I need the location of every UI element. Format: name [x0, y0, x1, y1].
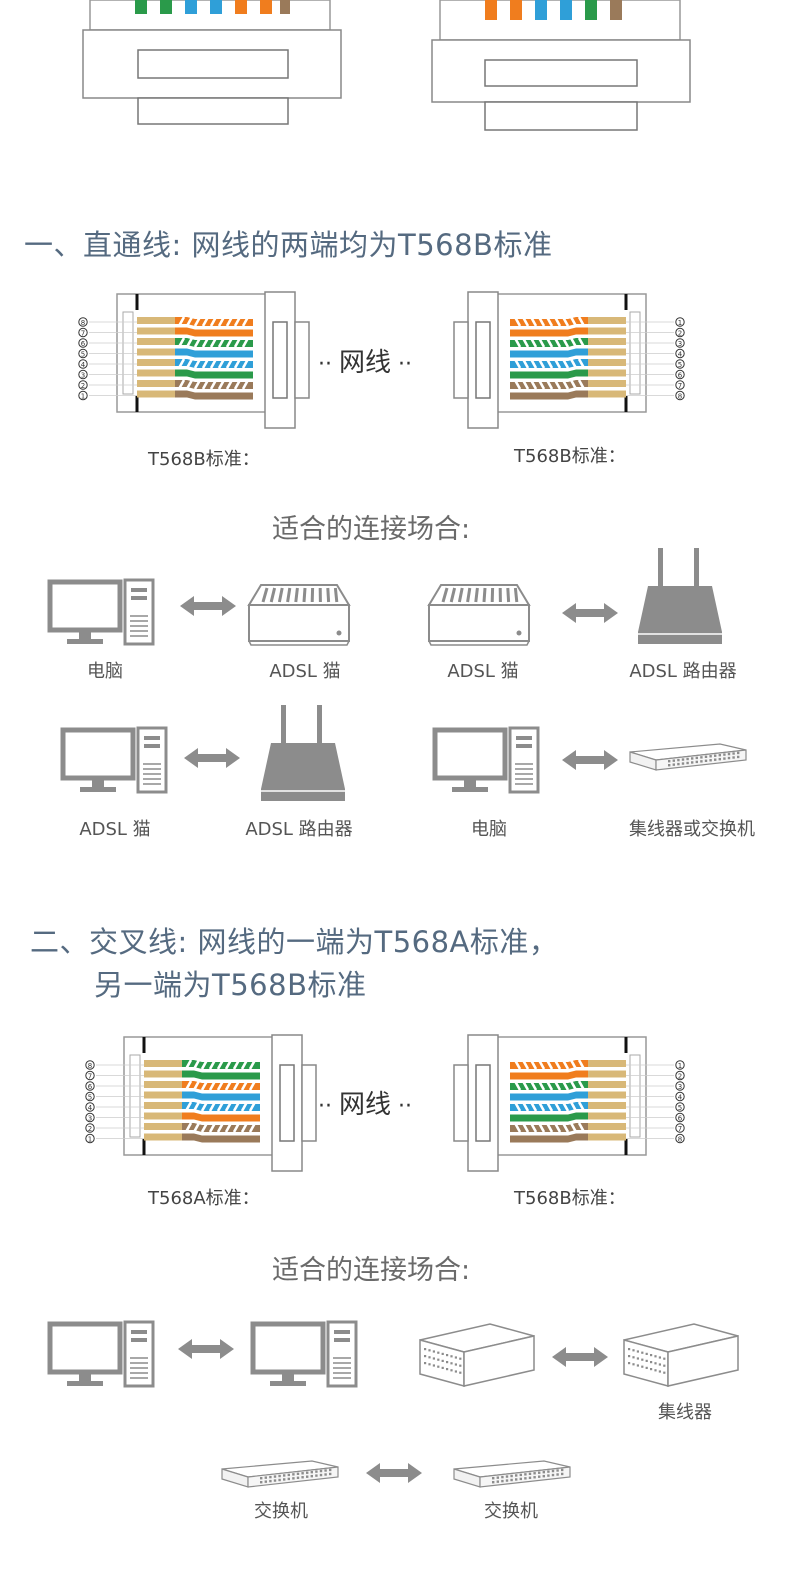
double-arrow-icon — [180, 596, 236, 616]
double-arrow-icon — [562, 603, 618, 623]
adsl-router-icon — [261, 705, 345, 801]
section2-title-line2: 另一端为T568B标准 — [94, 968, 367, 1002]
svg-text:3: 3 — [678, 340, 682, 348]
svg-text:4: 4 — [678, 351, 683, 359]
section2-title-line1: 二、交叉线: 网线的一端为T568A标准， — [30, 925, 559, 959]
svg-text:5: 5 — [678, 1104, 682, 1112]
svg-text:6: 6 — [88, 1083, 93, 1091]
svg-text:3: 3 — [81, 372, 85, 380]
left-standard-label-1: T568B标准： — [148, 449, 260, 470]
double-arrow-icon — [552, 1347, 608, 1367]
svg-text:2: 2 — [81, 382, 85, 390]
svg-text:6: 6 — [81, 340, 86, 348]
svg-text:4: 4 — [81, 361, 86, 369]
adsl-modem-icon — [60, 726, 168, 794]
hub-icon — [419, 1323, 535, 1387]
device-label-switch1: 交换机 — [254, 1501, 308, 1522]
svg-text:5: 5 — [88, 1094, 92, 1102]
device-label-pc1: 电脑 — [87, 661, 123, 682]
device-label-router2: ADSL 路由器 — [245, 819, 353, 840]
svg-text:3: 3 — [88, 1115, 92, 1123]
svg-text:2: 2 — [678, 330, 682, 338]
svg-text:8: 8 — [88, 1062, 92, 1070]
rj45-plug-left-t568a: 8 7 6 5 4 3 2 1 — [85, 1034, 317, 1172]
rj45-plug-right-t568b: 1 2 3 4 5 6 7 8 — [453, 291, 685, 429]
right-standard-label-1: T568B标准： — [514, 446, 626, 467]
svg-text:1: 1 — [678, 1062, 682, 1070]
svg-text:2: 2 — [88, 1125, 92, 1133]
svg-text:4: 4 — [88, 1104, 93, 1112]
rj45-plug-left-t568b: 8 7 6 5 4 3 2 1 — [78, 291, 310, 429]
svg-text:7: 7 — [678, 382, 682, 390]
device-label-modem2: ADSL 猫 — [447, 661, 519, 682]
device-label-hub: 集线器 — [658, 1402, 712, 1423]
suitable-heading-1: 适合的连接场合: — [272, 514, 471, 545]
svg-text:7: 7 — [81, 330, 85, 338]
computer-icon — [432, 726, 540, 794]
switch-icon — [453, 1460, 571, 1488]
double-arrow-icon — [184, 748, 240, 768]
adsl-router-icon — [638, 548, 722, 644]
suitable-heading-2: 适合的连接场合: — [272, 1255, 471, 1286]
cable-label-1: ·· 网线 ·· — [318, 348, 412, 378]
hub-icon — [623, 1323, 739, 1387]
device-label-modem3: ADSL 猫 — [79, 819, 151, 840]
adsl-modem-icon — [247, 584, 351, 646]
cable-label-2: ·· 网线 ·· — [318, 1090, 412, 1120]
switch-icon — [221, 1460, 339, 1488]
svg-text:8: 8 — [81, 319, 85, 327]
svg-text:6: 6 — [678, 1115, 683, 1123]
computer-icon — [250, 1320, 358, 1388]
svg-text:5: 5 — [678, 361, 682, 369]
right-standard-label-2: T568B标准： — [514, 1188, 626, 1209]
adsl-modem-icon — [427, 584, 531, 646]
top-connector-right — [431, 0, 691, 131]
device-label-pc2: 电脑 — [471, 819, 507, 840]
computer-icon — [47, 578, 155, 646]
double-arrow-icon — [562, 750, 618, 770]
section1-title: 一、直通线: 网线的两端均为T568B标准 — [24, 228, 553, 262]
svg-text:1: 1 — [88, 1136, 92, 1144]
svg-text:6: 6 — [678, 372, 683, 380]
svg-text:2: 2 — [678, 1073, 682, 1081]
svg-text:7: 7 — [678, 1125, 682, 1133]
svg-text:1: 1 — [81, 393, 85, 401]
rj45-plug-right-t568b: 1 2 3 4 5 6 7 8 — [453, 1034, 685, 1172]
device-label-modem1: ADSL 猫 — [269, 661, 341, 682]
svg-text:8: 8 — [678, 1136, 682, 1144]
double-arrow-icon — [366, 1463, 422, 1483]
left-standard-label-2: T568A标准： — [148, 1188, 260, 1209]
svg-text:7: 7 — [88, 1073, 92, 1081]
device-label-switch2: 交换机 — [484, 1501, 538, 1522]
computer-icon — [47, 1320, 155, 1388]
device-label-hubswitch: 集线器或交换机 — [629, 819, 755, 840]
svg-text:5: 5 — [81, 351, 85, 359]
device-label-router1: ADSL 路由器 — [629, 661, 737, 682]
svg-text:3: 3 — [678, 1083, 682, 1091]
switch-icon — [629, 743, 747, 771]
double-arrow-icon — [178, 1339, 234, 1359]
svg-text:4: 4 — [678, 1094, 683, 1102]
svg-text:1: 1 — [678, 319, 682, 327]
top-connector-left — [82, 0, 342, 125]
svg-text:8: 8 — [678, 393, 682, 401]
